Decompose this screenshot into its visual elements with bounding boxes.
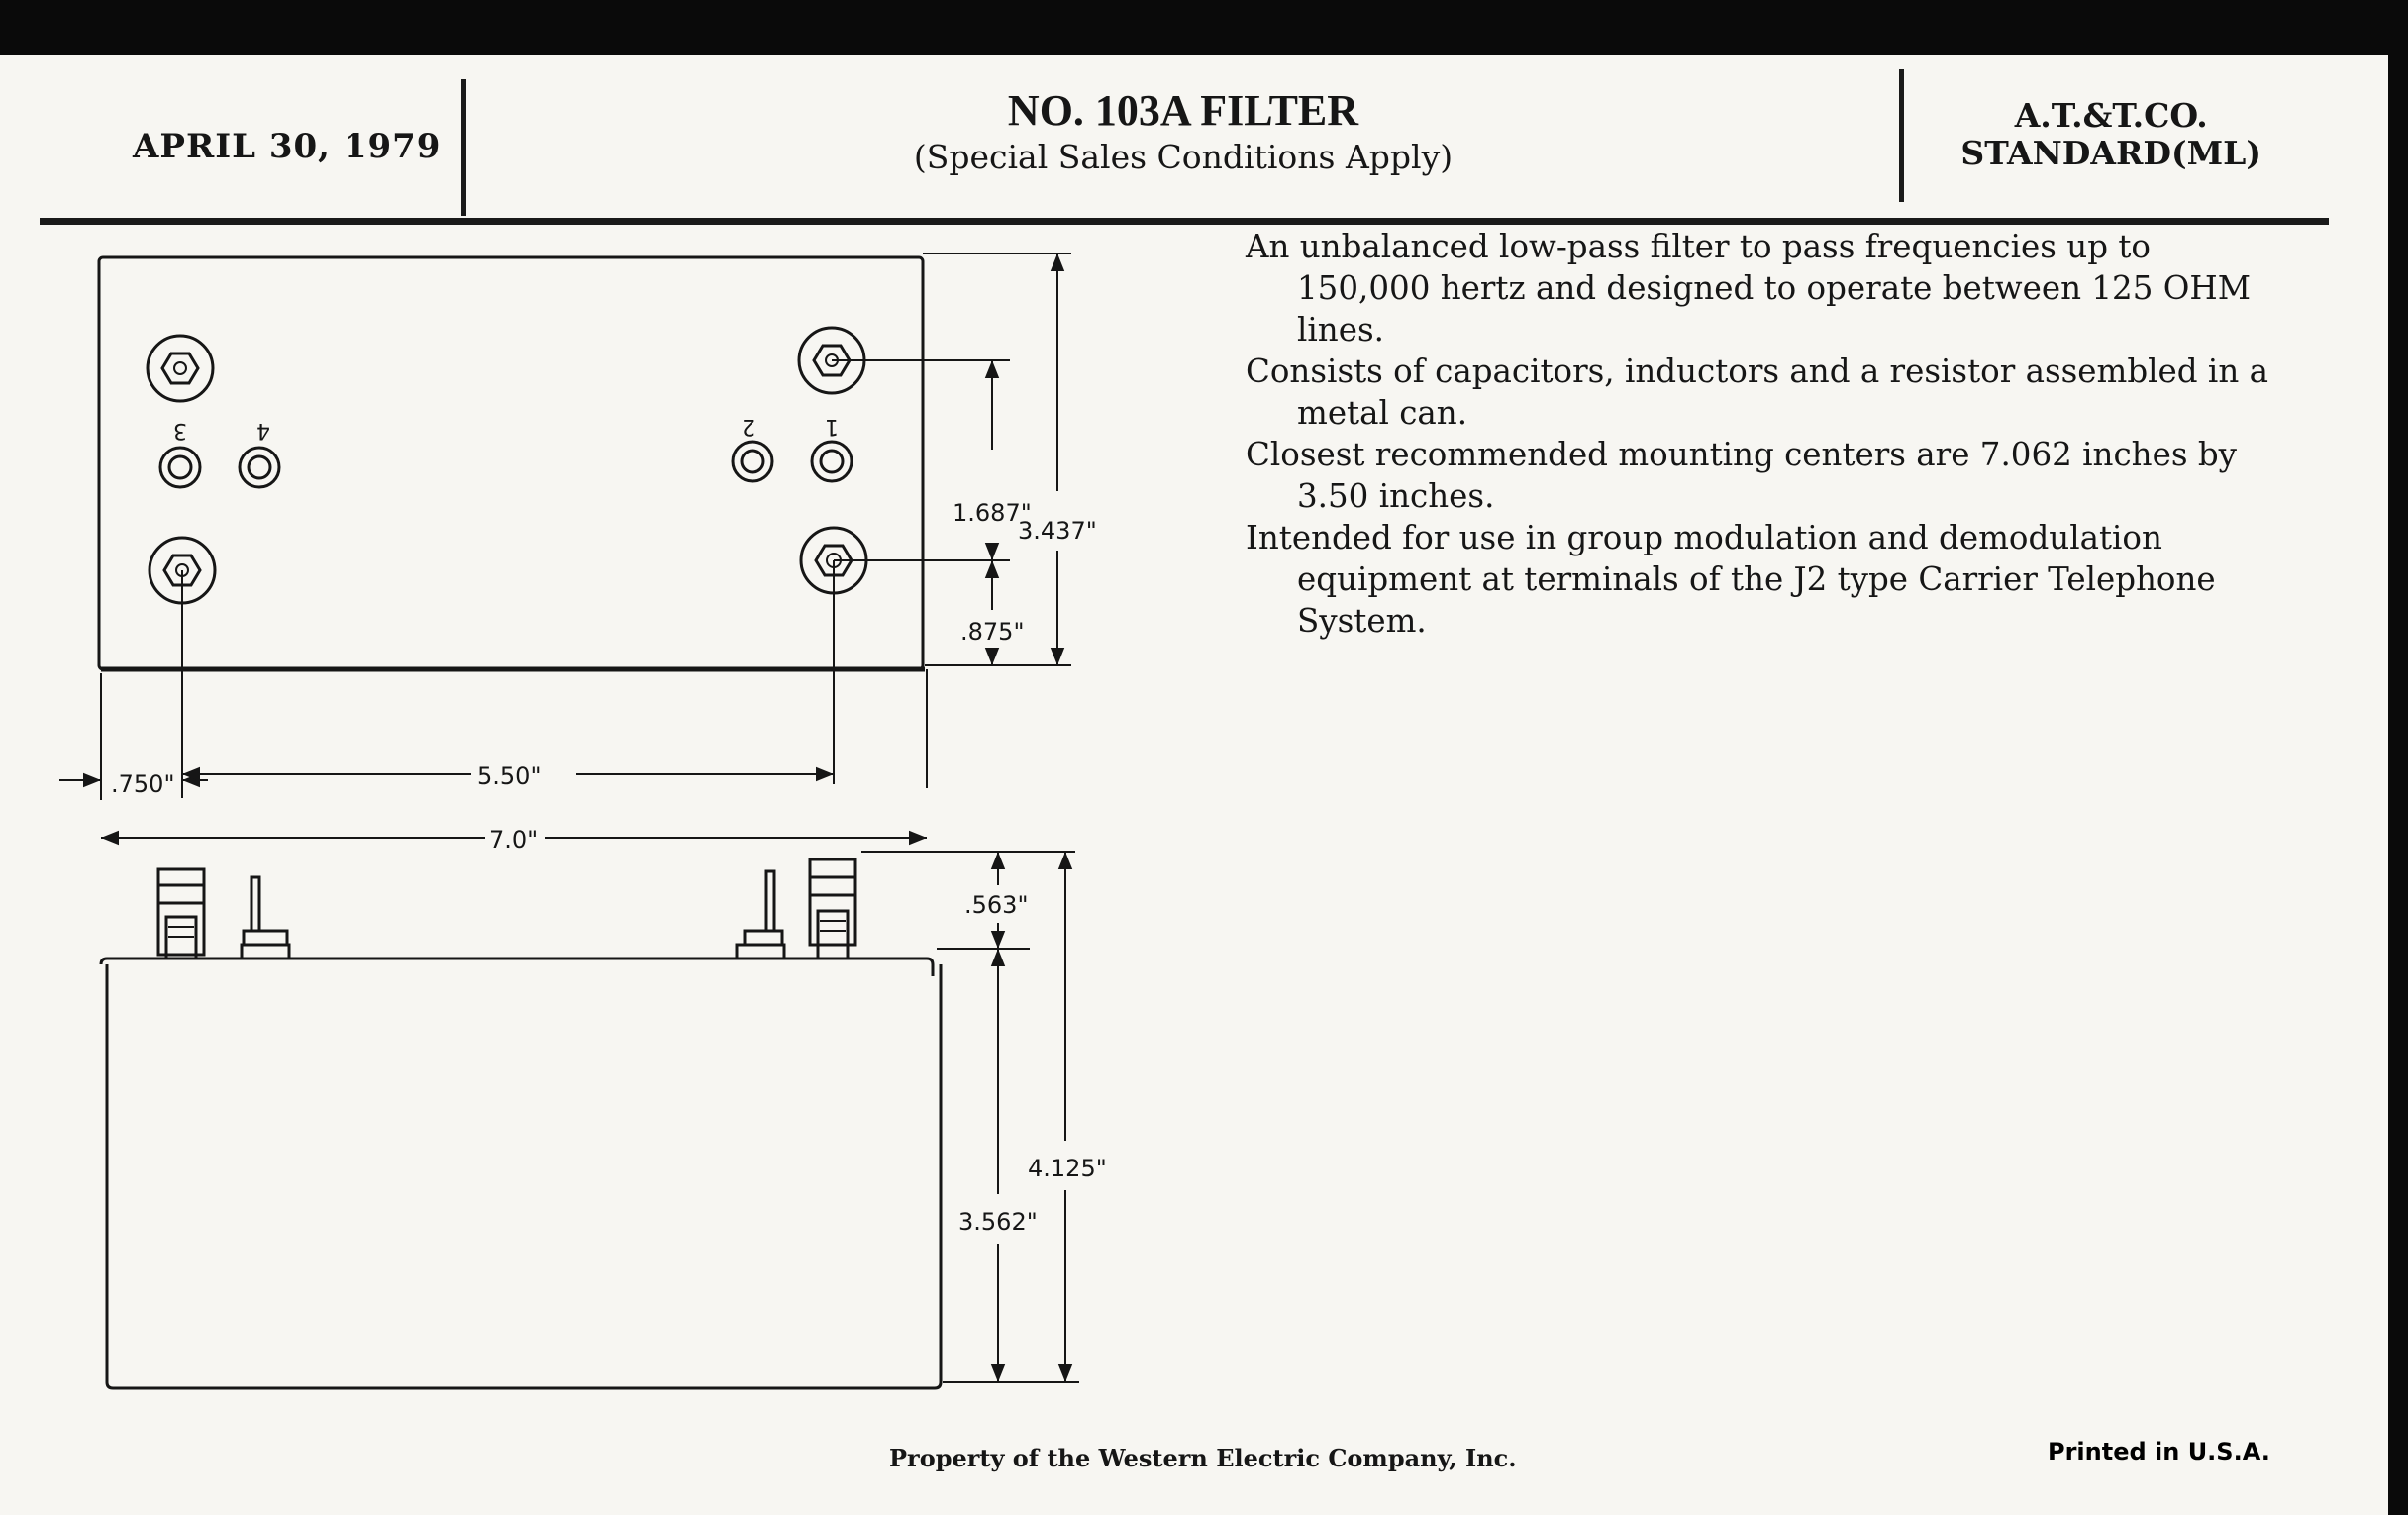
company-name: A.T.&T.CO. bbox=[2014, 96, 2208, 135]
catalog-card: APRIL 30, 1979 NO. 103A FILTER (Special … bbox=[0, 55, 2388, 1515]
dim-4125: 4.125" bbox=[1028, 1155, 1107, 1182]
dim-875: .875" bbox=[960, 618, 1024, 646]
terminal-4 bbox=[238, 446, 281, 489]
date: APRIL 30, 1979 bbox=[133, 127, 442, 166]
dim-550: 5.50" bbox=[477, 762, 541, 790]
header-rule bbox=[40, 218, 2329, 225]
dim-563: .563" bbox=[964, 891, 1028, 919]
terminal-label-1: 1 bbox=[825, 414, 839, 439]
footer-printed: Printed in U.S.A. bbox=[2048, 1438, 2270, 1465]
dim-70: 7.0" bbox=[489, 826, 538, 854]
mounting-stud-top-left bbox=[146, 334, 215, 403]
footer-property: Property of the Western Electric Company… bbox=[889, 1444, 1517, 1472]
terminal-label-4: 4 bbox=[256, 418, 270, 443]
title-block: NO. 103A FILTER (Special Sales Condition… bbox=[465, 85, 1901, 176]
top-view bbox=[59, 252, 1071, 846]
terminal-label-2: 2 bbox=[742, 414, 755, 439]
company-block: A.T.&T.CO. STANDARD(ML) bbox=[1960, 97, 2261, 172]
description-paragraph: An unbalanced low-pass filter to pass fr… bbox=[1246, 228, 2251, 349]
page-title: NO. 103A FILTER bbox=[1007, 86, 1359, 135]
page-subtitle: (Special Sales Conditions Apply) bbox=[913, 138, 1454, 176]
dim-1687: 1.687" bbox=[953, 499, 1032, 527]
dim-3562: 3.562" bbox=[958, 1208, 1038, 1236]
dim-3437: 3.437" bbox=[1018, 517, 1097, 545]
mounting-stud-side-left bbox=[156, 867, 206, 960]
terminal-3 bbox=[158, 446, 202, 489]
side-view-outline bbox=[105, 964, 943, 1390]
description-paragraph: Intended for use in group modulation and… bbox=[1246, 519, 2216, 640]
technical-drawing: 3 4 2 1 1.687" 3.437" .875" .750" 5.50" … bbox=[59, 252, 1107, 1390]
terminal-1 bbox=[810, 440, 853, 483]
header-divider-right bbox=[1899, 69, 1904, 202]
terminal-2 bbox=[731, 440, 774, 483]
header-divider-left bbox=[461, 79, 466, 216]
solder-lug-side-right bbox=[735, 869, 786, 960]
terminal-label-3: 3 bbox=[173, 418, 187, 443]
description-paragraph: Consists of capacitors, inductors and a … bbox=[1246, 353, 2268, 432]
company-standard: STANDARD(ML) bbox=[1960, 134, 2261, 172]
dim-750: .750" bbox=[111, 770, 174, 798]
mounting-stud-side-right bbox=[808, 858, 857, 960]
side-view bbox=[99, 851, 1079, 1390]
top-view-outline bbox=[97, 255, 925, 671]
description-paragraph: Closest recommended mounting centers are… bbox=[1246, 436, 2238, 515]
solder-lug-side-left bbox=[240, 875, 291, 960]
description: An unbalanced low-pass filter to pass fr… bbox=[1246, 226, 2275, 642]
